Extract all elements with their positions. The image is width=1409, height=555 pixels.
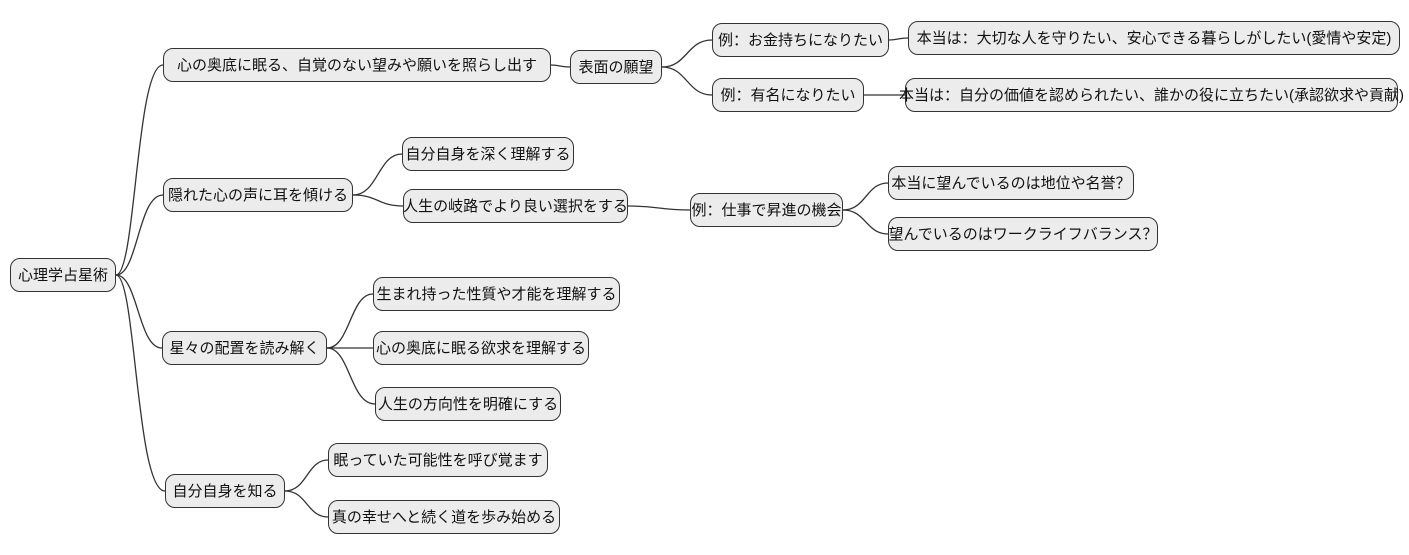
- edge-example-promotion-to-want-balance: [842, 209, 889, 235]
- edge-example-promotion-to-want-status: [842, 182, 889, 211]
- node-deep-desires: 心の奥底に眠る欲求を理解する: [373, 331, 589, 365]
- node-path-to-happiness: 真の幸せへと続く道を歩み始める: [328, 500, 560, 534]
- node-example-promotion: 例：仕事で昇進の機会: [690, 193, 843, 227]
- node-know-yourself: 自分自身を知る: [165, 474, 285, 508]
- edge-example-rich-to-truth-protect: [888, 37, 909, 41]
- edge-branch2-to-understand-self: [352, 153, 403, 196]
- node-understand-self: 自分自身を深く理解する: [402, 137, 574, 171]
- edge-branch1-to-surface-desires: [550, 64, 571, 68]
- edge-branch2-to-better-choices: [352, 194, 404, 207]
- edge-branch3-to-life-direction: [326, 347, 376, 405]
- edge-root-to-branch3: [115, 274, 163, 349]
- node-innate-talents: 生まれ持った性質や才能を理解する: [373, 277, 620, 311]
- node-better-choices: 人生の岐路でより良い選択をする: [403, 189, 628, 223]
- node-life-direction: 人生の方向性を明確にする: [375, 387, 561, 421]
- edge-root-to-branch4: [115, 274, 166, 492]
- edge-surface-desires-to-example-rich: [661, 39, 713, 68]
- node-truth-recognition: 本当は：自分の価値を認められたい、誰かの役に立ちたい(承認欲求や貢献): [899, 78, 1404, 112]
- edge-branch4-to-awaken-potential: [284, 459, 329, 492]
- node-want-status: 本当に望んでいるのは地位や名誉？: [888, 166, 1134, 200]
- edge-root-to-branch1: [115, 64, 164, 276]
- node-listen-inner-voice: 隠れた心の声に耳を傾ける: [163, 178, 353, 212]
- edge-surface-desires-to-example-famous: [661, 66, 713, 96]
- node-example-famous: 例：有名になりたい: [712, 78, 864, 112]
- node-truth-protect: 本当は：大切な人を守りたい、安心できる暮らしがしたい(愛情や安定): [908, 21, 1400, 55]
- edge-root-to-branch2: [115, 194, 164, 276]
- edge-branch4-to-path-to-happiness: [284, 490, 329, 518]
- node-surface-desires: 表面の願望: [570, 50, 662, 84]
- node-read-star-positions: 星々の配置を読み解く: [162, 331, 327, 365]
- node-awaken-potential: 眠っていた可能性を呼び覚ます: [328, 443, 548, 477]
- edge-better-choices-to-example-promotion: [627, 205, 691, 211]
- edge-branch3-to-innate-talents: [326, 293, 374, 349]
- node-example-rich: 例：お金持ちになりたい: [712, 23, 889, 57]
- node-want-balance: 望んでいるのはワークライフバランス？: [888, 217, 1158, 251]
- node-illuminate-desires: 心の奥底に眠る、自覚のない望みや願いを照らし出す: [163, 48, 551, 82]
- node-root: 心理学占星術: [10, 258, 116, 292]
